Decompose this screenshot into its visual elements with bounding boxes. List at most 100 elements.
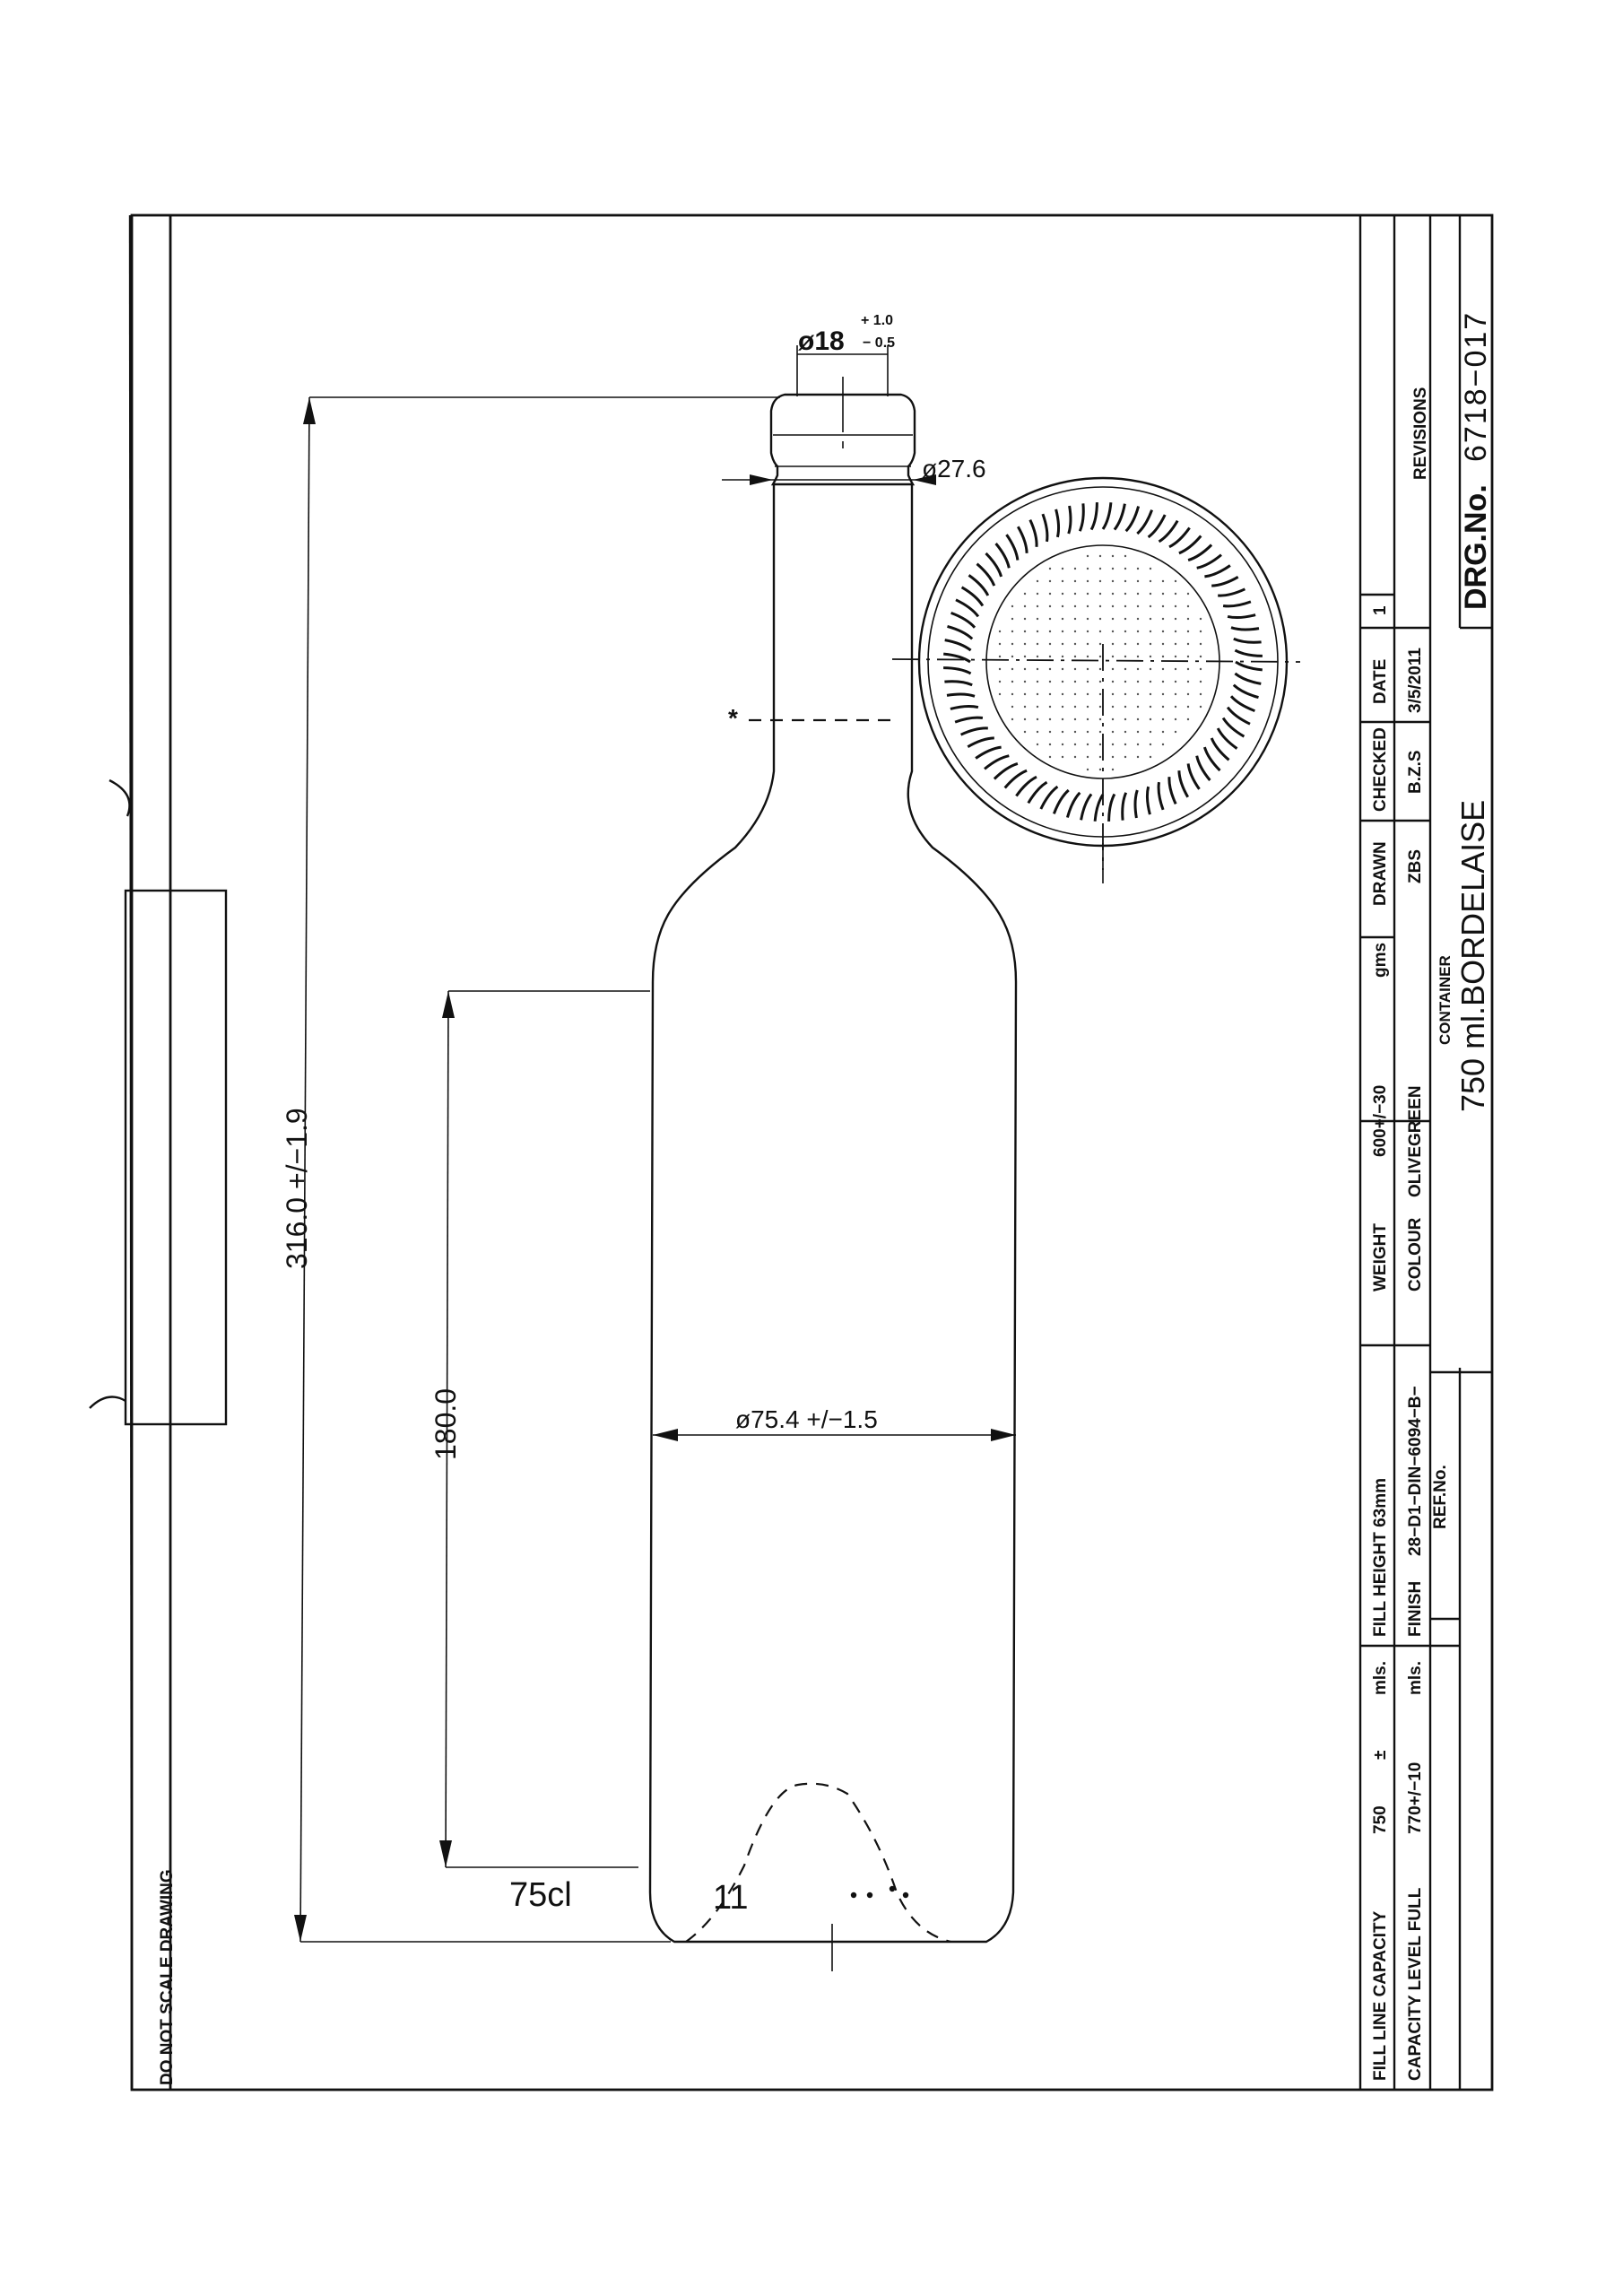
finish-value: 28−D1−DIN−6094−B− (1406, 1386, 1425, 1556)
stipple-dot (1086, 567, 1089, 570)
stipple-dot (1186, 617, 1190, 621)
stipple-dot (1136, 692, 1140, 696)
stipple-dot (1174, 579, 1177, 583)
stipple-dot (1048, 617, 1052, 621)
knurl-mark (1027, 780, 1048, 804)
stipple-dot (1048, 692, 1052, 696)
stipple-dot (1086, 680, 1089, 683)
stipple-dot (1124, 579, 1127, 583)
stipple-dot (1199, 680, 1202, 683)
stipple-dot (1098, 642, 1102, 646)
weight-unit: gms (1371, 943, 1390, 978)
stipple-dot (998, 680, 1002, 683)
stipple-dot (1111, 743, 1115, 746)
stipple-dot (1073, 630, 1077, 633)
knurl-mark (1187, 544, 1213, 562)
stipple-dot (1098, 655, 1102, 658)
stipple-dot (1161, 592, 1165, 596)
knurl-mark (955, 598, 980, 618)
knurl-mark (1210, 737, 1230, 761)
stipple-dot (1073, 642, 1077, 646)
stipple-dot (1048, 730, 1052, 734)
bore-diameter-dimension (796, 345, 889, 396)
knurl-mark (1195, 755, 1211, 781)
stipple-dot (1048, 579, 1052, 583)
stipple-dot (1149, 667, 1152, 671)
stipple-dot (1061, 567, 1064, 570)
neck-finish-diameter-label: ø27.6 (922, 455, 986, 483)
stipple-dot (998, 630, 1002, 633)
fill-line-capacity-value: 750 (1371, 1805, 1390, 1834)
stipple-dot (1111, 680, 1115, 683)
stipple-dot (1048, 642, 1052, 646)
weight-value: 600+/−30 (1371, 1085, 1390, 1157)
knurl-mark (1039, 785, 1059, 810)
stipple-dot (1036, 705, 1039, 709)
stipple-dot (1061, 718, 1064, 721)
neck-finish-diameter-dimension (722, 474, 936, 485)
stipple-dot (1124, 705, 1127, 709)
stipple-dot (1161, 743, 1165, 746)
stipple-dot (1023, 718, 1027, 721)
knurl-mark (1232, 683, 1259, 700)
stipple-dot (1161, 617, 1165, 621)
stipple-dot (1086, 655, 1089, 658)
stipple-dot (1061, 667, 1064, 671)
stipple-dot (1186, 705, 1190, 709)
stipple-dot (1111, 630, 1115, 633)
base-code-marking: 11 (713, 1879, 748, 1917)
stipple-dot (1199, 692, 1202, 696)
stipple-dot (1073, 705, 1077, 709)
stipple-dot (1124, 730, 1127, 734)
stipple-dot (1048, 604, 1052, 608)
stipple-dot (1023, 680, 1027, 683)
stipple-dot (1111, 667, 1115, 671)
drawing-number-label: DRG.No. (1459, 484, 1493, 610)
stipple-dot (1036, 617, 1039, 621)
knurl-mark (1028, 518, 1038, 547)
stipple-dot (1061, 755, 1064, 759)
container-label: CONTAINER (1436, 955, 1454, 1045)
stipple-dot (1023, 604, 1027, 608)
stipple-dot (1086, 718, 1089, 721)
stipple-dot (1149, 680, 1152, 683)
stipple-dot (1111, 567, 1115, 570)
stipple-dot (1124, 692, 1127, 696)
stipple-dot (1186, 667, 1190, 671)
stipple-dot (1111, 768, 1115, 771)
stipple-dot (1023, 655, 1027, 658)
stipple-dot (1048, 743, 1052, 746)
stipple-dot (1136, 592, 1140, 596)
knurl-mark (1168, 526, 1191, 549)
knurl-mark (1227, 613, 1256, 620)
stipple-dot (1136, 579, 1140, 583)
colour-label: COLOUR (1406, 1217, 1425, 1292)
knurl-mark (1080, 793, 1093, 821)
stipple-dot (1111, 554, 1115, 558)
stipple-dot (1161, 692, 1165, 696)
do-not-scale-note: DO NOT SCALE DRAWING (158, 1869, 177, 2085)
stipple-dot (1136, 604, 1140, 608)
stipple-dot (1161, 680, 1165, 683)
stipple-dot (1011, 604, 1014, 608)
stipple-dot (1124, 718, 1127, 721)
knurl-mark (960, 586, 985, 607)
knurl-mark (1177, 770, 1190, 798)
stipple-dot (1036, 579, 1039, 583)
knurl-mark (968, 574, 990, 596)
knurl-mark (976, 562, 996, 587)
stipple-dot (1111, 579, 1115, 583)
stipple-dot (1174, 667, 1177, 671)
knurl-mark (1113, 503, 1126, 531)
body-height-label: 180.0 (430, 1388, 462, 1460)
stipple-dot (1011, 667, 1014, 671)
stipple-dot (1111, 705, 1115, 709)
stipple-dot (1161, 705, 1165, 709)
stipple-dot (998, 655, 1002, 658)
stipple-dot (1136, 667, 1140, 671)
title-block (1358, 215, 1492, 2090)
capacity-level-full-label: CAPACITY LEVEL FULL (1406, 1887, 1425, 2081)
stipple-dot (1186, 642, 1190, 646)
stipple-dot (1136, 730, 1140, 734)
stipple-dot (1149, 718, 1152, 721)
